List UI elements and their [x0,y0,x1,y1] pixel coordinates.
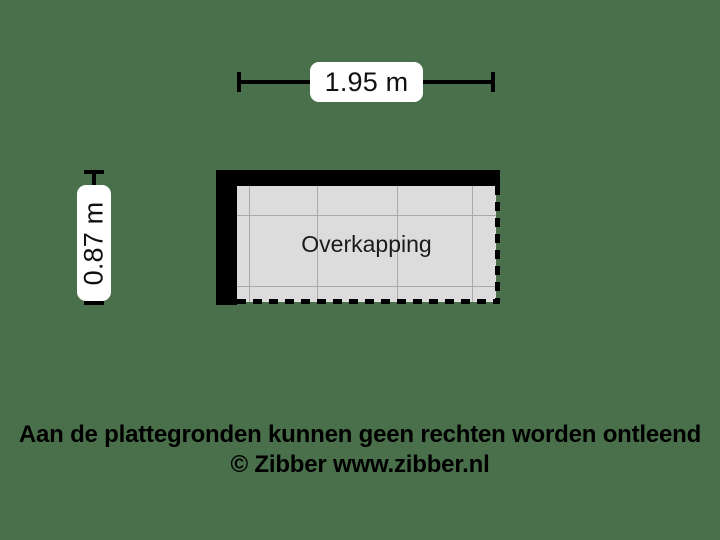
floor-gridline-horizontal [237,286,496,287]
open-edge-right [495,186,500,304]
wall-top [216,170,500,186]
floor-gridline-vertical [317,186,318,302]
floor-gridline-horizontal [237,215,496,216]
floor-gridline-vertical [249,186,250,302]
room-overkapping: Overkapping [216,170,500,305]
width-dimension-tick-right [491,72,495,92]
room-floor [237,186,496,302]
width-dimension-label: 1.95 m [310,62,423,102]
height-dimension-tick-top [84,170,104,174]
floor-gridline-vertical [397,186,398,302]
height-dimension-label-text: 0.87 m [78,201,109,285]
width-dimension-tick-left [237,72,241,92]
height-dimension-label: 0.87 m [77,185,111,301]
open-edge-bottom [237,299,500,304]
disclaimer-caption: Aan de plattegronden kunnen geen rechten… [0,420,720,480]
copyright-line: © Zibber www.zibber.nl [230,451,490,478]
room-label: Overkapping [301,230,432,257]
wall-left [216,170,237,305]
floor-gridline-vertical [472,186,473,302]
height-dimension-tick-bottom [84,301,104,305]
disclaimer-line-1: Aan de plattegronden kunnen geen rechten… [18,421,702,448]
